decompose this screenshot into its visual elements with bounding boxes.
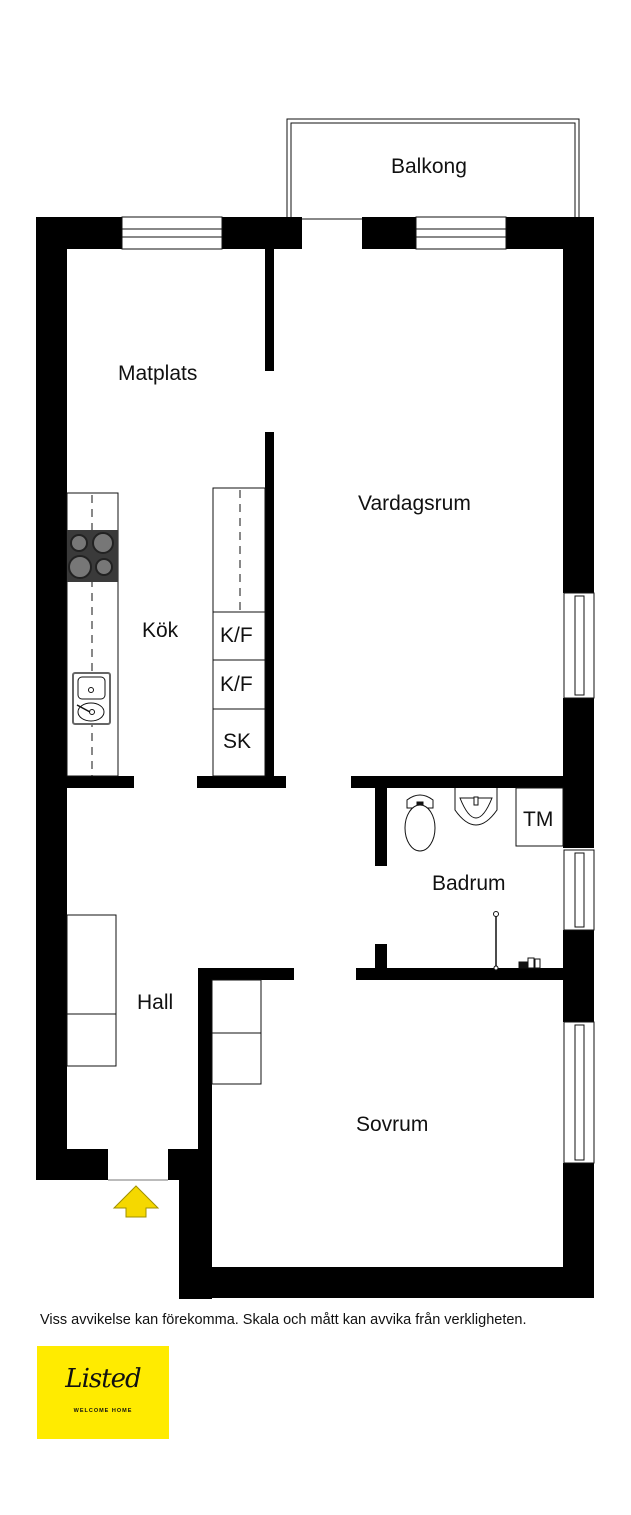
room-label-kok: Kök [142, 619, 179, 642]
listed-logo: Listed WELCOME HOME [37, 1346, 169, 1439]
fridge-freezer-label-1: K/F [220, 624, 253, 647]
walls [36, 217, 594, 1299]
room-label-matplats: Matplats [118, 362, 198, 385]
logo-brand: Listed [65, 1364, 141, 1394]
washing-machine-box [515, 787, 564, 847]
washbasin-icon [454, 788, 498, 826]
disclaimer-text: Viss avvikelse kan förekomma. Skala och … [40, 1312, 527, 1328]
balcony [286, 118, 580, 220]
pantry-label: SK [223, 730, 252, 753]
room-label-sovrum: Sovrum [356, 1113, 429, 1136]
room-label-vardagsrum: Vardagsrum [358, 492, 471, 515]
bedroom-wardrobe [211, 979, 262, 1085]
fridge-freezer-label-2: K/F [220, 673, 253, 696]
room-label-hall: Hall [137, 991, 174, 1014]
kitchen-counter-left [66, 492, 119, 777]
room-label-badrum: Badrum [432, 872, 506, 895]
windows [121, 216, 595, 1164]
washing-machine-label: TM [523, 808, 554, 831]
hall-wardrobe [66, 914, 117, 1067]
stove-icon [67, 530, 118, 582]
floor-plan: Balkong Matplats Vardagsrum Kök Badrum H… [36, 118, 595, 1299]
room-label-balkong: Balkong [391, 155, 467, 178]
logo-tagline: WELCOME HOME [73, 1408, 133, 1414]
sink-icon [72, 672, 111, 725]
toilet-icon [404, 794, 436, 852]
kitchen-counter-right [212, 487, 266, 777]
bathroom-fixtures [404, 787, 564, 971]
entrance-arrow-icon [112, 1185, 160, 1218]
shower-icon [493, 911, 541, 971]
